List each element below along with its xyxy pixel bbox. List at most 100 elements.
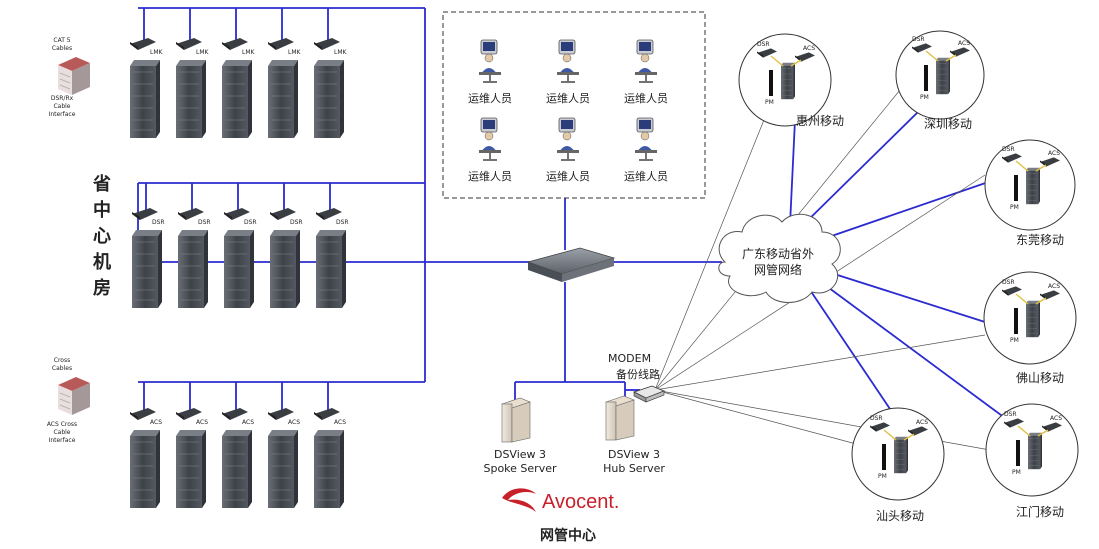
device-label: DSR — [290, 219, 303, 226]
server-rack-icon — [314, 60, 344, 138]
site-name: 惠州移动 — [796, 114, 844, 128]
device-label: ACS — [242, 419, 254, 426]
server-rack-icon — [316, 230, 346, 308]
site-rack-icon — [894, 436, 908, 474]
site-acs-label: ACS — [916, 419, 928, 426]
site-dsr-label: DSR — [870, 415, 883, 422]
site-pm-label: PM — [920, 94, 929, 101]
site-rack-icon — [1026, 300, 1040, 338]
cable-interface-text: Cable — [53, 103, 70, 110]
device-label: ACS — [288, 419, 300, 426]
operator-label: 运维人员 — [546, 92, 590, 105]
operator-label: 运维人员 — [624, 92, 668, 105]
province-label-char: 房 — [93, 277, 111, 299]
server-rack-icon — [268, 430, 298, 508]
site-cable — [770, 55, 784, 67]
operator-label: 运维人员 — [468, 170, 512, 183]
site-2: DSR ACS PM 东莞移动 — [984, 139, 1076, 247]
rack-row-1: DSR DSR DSR DSR DSR — [132, 183, 349, 308]
server-rack-icon — [178, 230, 208, 308]
site-cable — [925, 50, 939, 62]
site-cable — [1017, 425, 1031, 437]
site-cable — [1015, 293, 1029, 305]
modem-sublabel: 备份线路 — [616, 367, 660, 381]
cloud-to-site-2 — [819, 177, 1001, 241]
site-cable — [1035, 297, 1047, 305]
site-dsr-label: DSR — [757, 41, 770, 48]
site-name: 佛山移动 — [1016, 371, 1064, 385]
backup-link-4 — [654, 389, 861, 446]
site-rack-icon — [936, 57, 950, 95]
operator-group: 运维人员运维人员运维人员运维人员运维人员运维人员 — [468, 39, 668, 183]
site-pm-label: PM — [1012, 469, 1021, 476]
avocent-swirl-icon — [502, 488, 536, 512]
cable-interface-text: Interface — [49, 111, 76, 118]
site-rack-icon — [1026, 167, 1040, 205]
site-name: 江门移动 — [1016, 504, 1064, 519]
device-label: DSR — [244, 219, 257, 226]
site-cable — [883, 429, 897, 441]
cable-interface-text: Interface — [49, 437, 76, 444]
cloud-label-line2: 网管网络 — [754, 262, 802, 277]
cable-interface-text: Cables — [52, 45, 72, 52]
site-cable — [790, 59, 802, 67]
site-rack-icon — [1028, 432, 1042, 470]
operator-label: 运维人员 — [546, 170, 590, 183]
province-label-char: 省 — [92, 173, 111, 195]
site-pm-label: PM — [878, 473, 887, 480]
device-label: LMK — [150, 49, 164, 56]
server-rack-icon — [176, 60, 206, 138]
operator-label: 运维人员 — [468, 92, 512, 105]
site-rack-icon — [781, 62, 795, 100]
cable-interface-text: DSR/Rx — [51, 95, 74, 102]
operator-workstation: 运维人员 — [468, 39, 512, 105]
province-label-char: 心 — [93, 226, 111, 247]
device-label: DSR — [198, 219, 211, 226]
pm-icon — [1016, 440, 1020, 466]
server-rack-icon — [130, 60, 160, 138]
pm-icon — [769, 70, 773, 96]
device-label: ACS — [334, 419, 346, 426]
site-acs-label: ACS — [1050, 415, 1062, 422]
site-dsr-label: DSR — [1002, 146, 1015, 153]
operator-workstation: 运维人员 — [624, 117, 668, 183]
site-cable — [903, 433, 915, 441]
site-pm-label: PM — [1010, 337, 1019, 344]
site-acs-label: ACS — [1048, 150, 1060, 157]
site-name: 东莞移动 — [1016, 233, 1064, 247]
device-label: LMK — [242, 49, 256, 56]
site-dsr-label: DSR — [912, 36, 925, 43]
cable-interface-text: ACS Cross — [47, 421, 77, 428]
avocent-logo: Avocent. — [502, 488, 619, 513]
modem-label: MODEM — [608, 352, 651, 365]
site-acs-label: ACS — [1048, 283, 1060, 290]
site-cable — [1035, 164, 1047, 172]
cable-interface-text: Cable — [53, 429, 70, 436]
server-rack-icon — [224, 230, 254, 308]
site-name: 深圳移动 — [924, 117, 972, 131]
operator-label: 运维人员 — [624, 170, 668, 183]
cloud-to-site-1 — [799, 109, 921, 229]
device-label: DSR — [152, 219, 165, 226]
site-cable — [1015, 160, 1029, 172]
server-rack-icon — [176, 430, 206, 508]
device-label: DSR — [336, 219, 349, 226]
pm-icon — [924, 65, 928, 91]
site-pm-label: PM — [765, 99, 774, 106]
pm-icon — [1014, 308, 1018, 334]
site-pm-label: PM — [1010, 204, 1019, 211]
server-rack-icon — [268, 60, 298, 138]
operator-workstation: 运维人员 — [468, 117, 512, 183]
cable-interface-text: CAT 5 — [53, 37, 70, 44]
hub-server: DSView 3 Hub Server — [603, 395, 665, 475]
